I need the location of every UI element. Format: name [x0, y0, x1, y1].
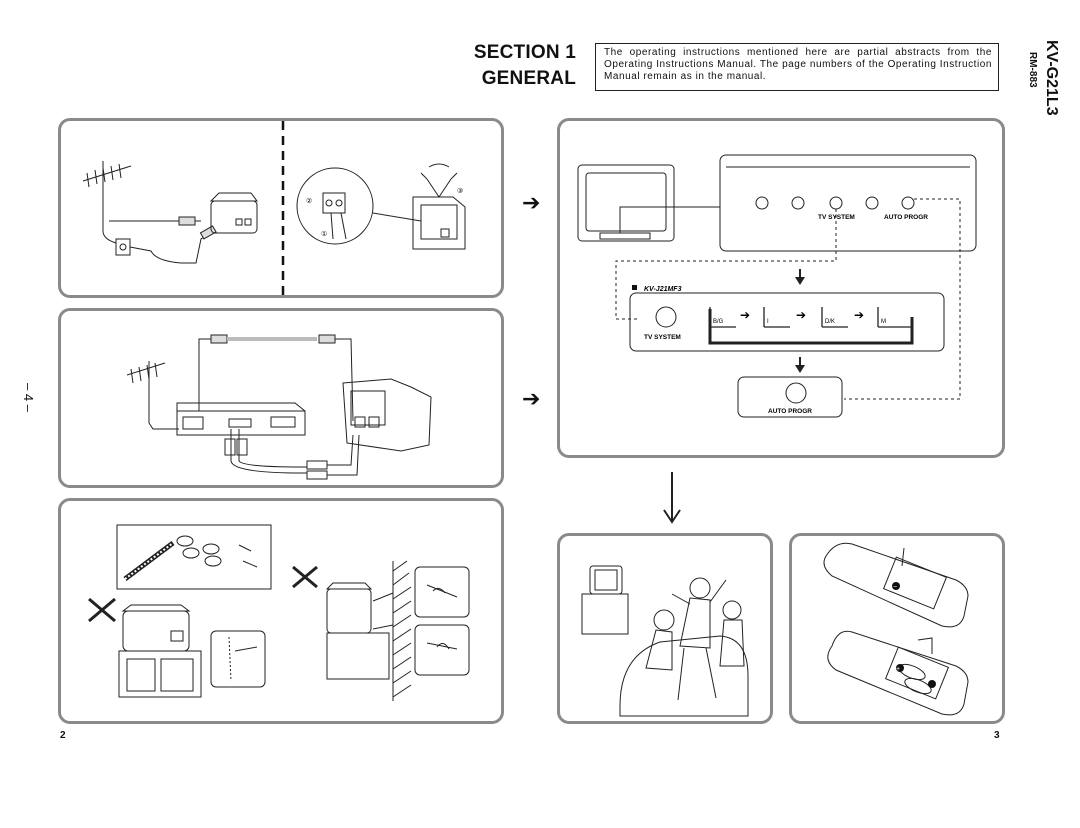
installation-illustration: [88, 524, 470, 701]
antenna-connection-panel: ② ① ③: [58, 118, 504, 298]
right-page-number: 3: [994, 730, 1000, 741]
installation-panel: [58, 498, 504, 724]
section-number: SECTION 1: [473, 42, 576, 63]
svg-text:③: ③: [457, 187, 463, 195]
model-number: KV-G21L3: [1043, 40, 1060, 116]
left-page-number: 2: [60, 730, 66, 741]
tv-system-panel: TV SYSTEM AUTO PROGR KV-J21MF3 TV SYSTEM…: [557, 118, 1005, 458]
chassis-number: RM-883: [1027, 52, 1038, 88]
system-dk: D/K: [825, 319, 835, 325]
vcr-connection-illustration: [126, 334, 432, 480]
polarity-plus-icon: +: [896, 666, 900, 673]
svg-text:①: ①: [321, 230, 327, 238]
section-title: GENERAL: [481, 68, 576, 89]
arrow-right-icon: ➔: [522, 386, 541, 411]
auto-progr-label: AUTO PROGR: [884, 214, 928, 221]
system-m: M: [881, 319, 886, 325]
remote-battery-panel: − +: [789, 533, 1005, 724]
tv-system-diagram: TV SYSTEM AUTO PROGR KV-J21MF3 TV SYSTEM…: [577, 154, 977, 418]
system-bg: B/G: [713, 319, 724, 325]
arrow-down-icon: [663, 472, 681, 524]
arrow-right-icon: ➔: [740, 308, 750, 322]
remote-battery-illustration: − +: [823, 542, 969, 716]
svg-text:②: ②: [306, 197, 312, 205]
auto-progr-button-label: AUTO PROGR: [768, 408, 812, 415]
viewers-panel: [557, 533, 773, 724]
page-marker: – 4 –: [21, 383, 36, 412]
model-note: KV-J21MF3: [644, 286, 682, 293]
arrow-right-icon: ➔: [854, 308, 864, 322]
arrow-right-icon: ➔: [796, 308, 806, 322]
polarity-minus-icon: −: [893, 584, 897, 591]
viewers-illustration: [581, 565, 749, 717]
intro-note: The operating instructions mentioned her…: [595, 43, 999, 91]
antenna-connection-illustration: ② ① ③: [82, 121, 466, 297]
tv-system-button-label: TV SYSTEM: [644, 334, 681, 341]
vcr-connection-panel: [58, 308, 504, 488]
arrow-right-icon: ➔: [522, 190, 541, 215]
system-i: I: [767, 319, 769, 325]
